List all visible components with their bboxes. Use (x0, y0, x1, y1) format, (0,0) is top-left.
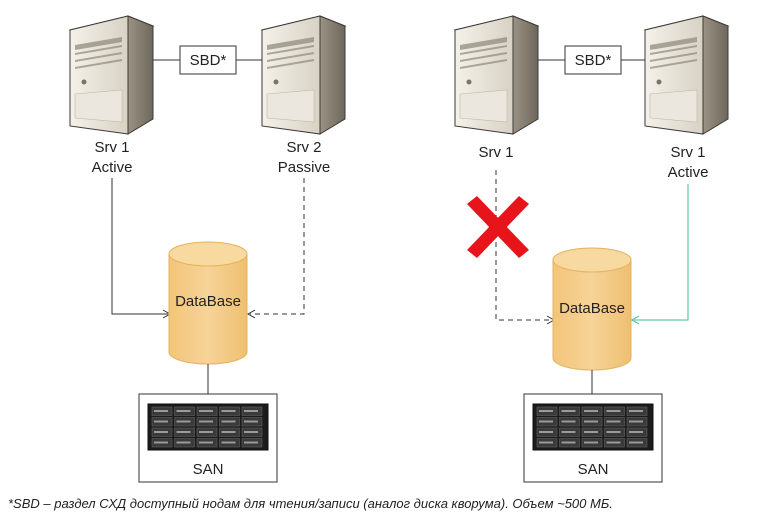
san-label-left: SAN (193, 461, 224, 478)
sbd-label-right: SBD* (575, 52, 612, 69)
server-icon-left-srv1 (69, 15, 154, 135)
database-label-right: DataBase (559, 300, 625, 317)
red-x-icon (467, 196, 529, 258)
passive-link-left (250, 178, 305, 315)
database-icon-left (168, 241, 248, 365)
right-srv2-role: Active (668, 164, 709, 181)
right-srv1-name: Srv 1 (478, 144, 513, 161)
san-label-right: SAN (578, 461, 609, 478)
left-srv2-name: Srv 2 (286, 139, 321, 156)
left-srv2-role: Passive (278, 159, 331, 176)
footnote: *SBD – раздел СХД доступный нодам для чт… (8, 496, 613, 511)
left-scenario: SBD* Srv 1 Active Srv 2 Passive DataBase… (69, 15, 346, 483)
left-srv1-role: Active (92, 159, 133, 176)
database-icon-right (552, 247, 632, 371)
server-icon-left-srv2 (261, 15, 346, 135)
san-storage-icon-right (532, 403, 654, 451)
left-srv1-name: Srv 1 (94, 139, 129, 156)
sbd-box-left (179, 45, 237, 75)
server-icon-right-srv1 (454, 15, 539, 135)
right-srv2-name: Srv 1 (670, 144, 705, 161)
database-label-left: DataBase (175, 293, 241, 310)
sbd-box-right (564, 45, 622, 75)
sbd-label-left: SBD* (190, 52, 227, 69)
active-link-right (634, 184, 689, 321)
server-icon-right-srv2 (644, 15, 729, 135)
san-storage-icon-left (147, 403, 269, 451)
active-link-left (111, 178, 168, 315)
right-scenario: SBD* Srv 1 Srv 1 Active DataBase SAN (454, 15, 729, 483)
